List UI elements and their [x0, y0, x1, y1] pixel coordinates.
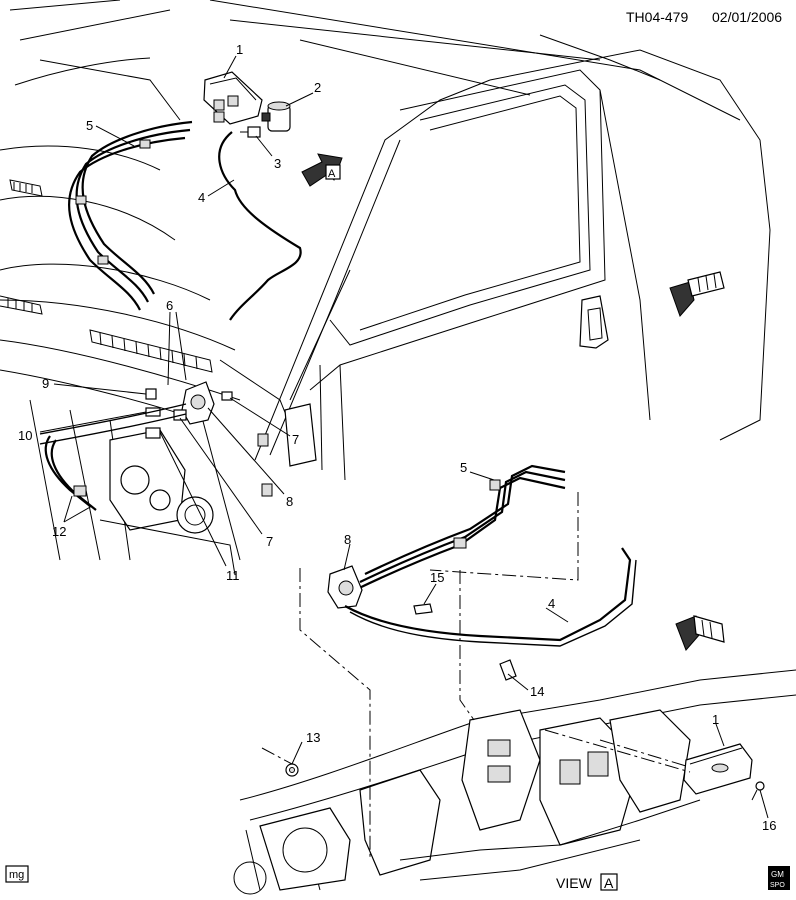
view-a-arrow-letter: A [328, 168, 336, 180]
part-2-switch [261, 101, 291, 132]
figure-id: TH04-479 [626, 9, 688, 25]
callout-15: 15 [430, 570, 444, 585]
view-a-letter-box [600, 873, 618, 891]
figure-date: 02/01/2006 [712, 9, 782, 25]
part-5-lines-lower [354, 464, 566, 591]
part-1-module [203, 71, 263, 125]
fittings-cluster [39, 388, 233, 511]
dash-leaders [261, 492, 691, 860]
callout-4-lower: 4 [548, 596, 555, 611]
callout-14: 14 [530, 684, 544, 699]
callout-10: 10 [18, 428, 32, 443]
cab-outline [0, 0, 771, 576]
logo-bottom: SPO [770, 882, 785, 889]
callout-9: 9 [42, 376, 49, 391]
callout-8: 8 [286, 494, 293, 509]
front-orientation-icon-lower [675, 615, 725, 651]
part-15-clip [413, 603, 433, 615]
part-14-clip [499, 659, 517, 681]
view-a-arrow: A [301, 153, 343, 187]
callout-7-upper: 7 [292, 432, 299, 447]
callout-5: 5 [86, 118, 93, 133]
part-8-valve-lower [327, 565, 363, 609]
part-13-grommet [285, 763, 299, 777]
callout-1-lower: 1 [712, 712, 719, 727]
callout-6: 6 [166, 298, 173, 313]
part-3-fitting [240, 126, 261, 138]
mg-tag-box [5, 865, 29, 883]
view-a-label: VIEW [556, 875, 593, 891]
instrument-panel [233, 669, 796, 895]
logo-top: GM [771, 870, 784, 879]
callout-8-lower: 8 [344, 532, 351, 547]
view-a-letter: A [604, 875, 614, 891]
callout-11: 11 [226, 568, 240, 583]
callout-2: 2 [314, 80, 321, 95]
front-orientation-icon [669, 271, 725, 317]
part-1-module-lower [683, 743, 753, 795]
callout-5-lower: 5 [460, 460, 467, 475]
gm-spo-logo: GM SPO [768, 866, 790, 890]
callout-3: 3 [274, 156, 281, 171]
part-4-line-lower [344, 547, 632, 642]
callout-12: 12 [52, 524, 66, 539]
part-4-line-upper [218, 131, 302, 321]
callout-7-lower: 7 [266, 534, 273, 549]
callout-leaders [39, 55, 769, 819]
part-5-lines-upper [68, 120, 193, 311]
callout-4: 4 [198, 190, 205, 205]
vent-grille [0, 179, 213, 373]
callout-16: 16 [762, 818, 776, 833]
callout-1: 1 [236, 42, 243, 57]
callout-13: 13 [306, 730, 320, 745]
part-8-valve-upper [181, 381, 215, 425]
mg-tag: mg [9, 869, 24, 881]
